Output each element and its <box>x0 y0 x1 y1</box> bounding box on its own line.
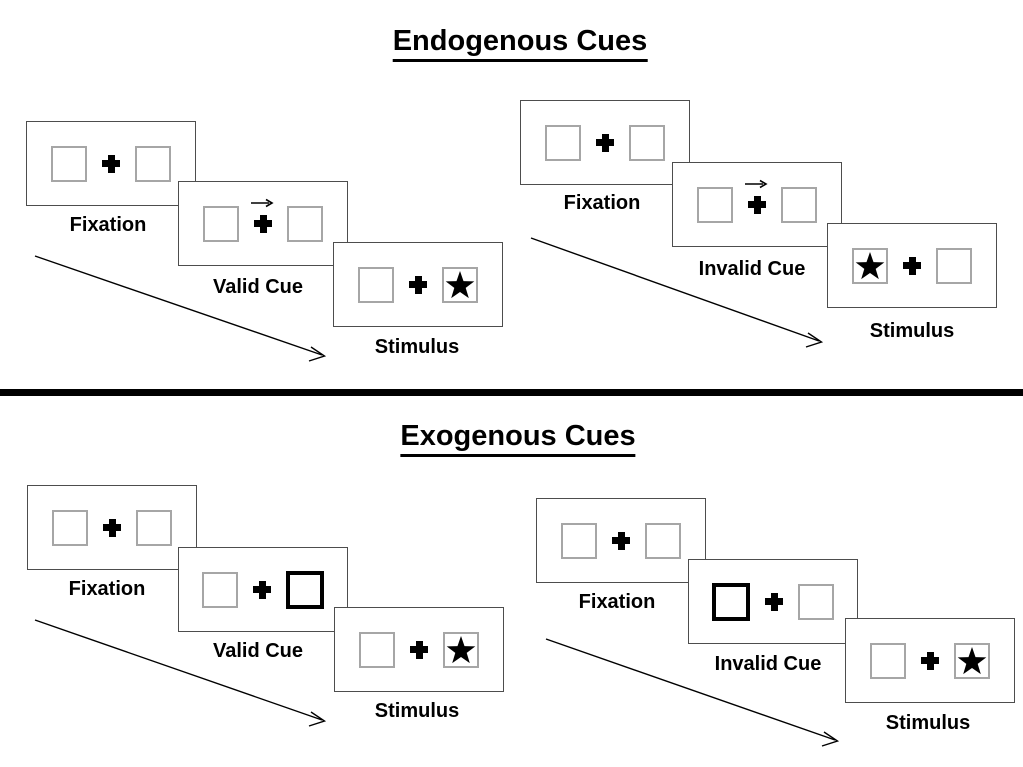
fixation-cross-icon <box>102 154 120 173</box>
fixation-cross-wrap <box>410 640 428 659</box>
panel-label-stimulus: Stimulus <box>374 336 460 358</box>
fixation-cross-wrap <box>102 154 120 173</box>
highlighted-cue-box-right <box>286 570 324 609</box>
placeholder-box-right <box>645 522 681 559</box>
endogenous-valid-fixation-panel <box>26 121 196 206</box>
fixation-cross-wrap <box>921 651 939 670</box>
endogenous-invalid-fixation-panel <box>520 100 690 185</box>
endogenous-valid-stimulus-panel <box>333 242 503 327</box>
fixation-cross-icon <box>921 651 939 670</box>
placeholder-box-left <box>51 145 87 182</box>
placeholder-box-right <box>287 205 323 242</box>
target-box-right <box>442 266 478 303</box>
fixation-cross-wrap <box>596 133 614 152</box>
fixation-cross-wrap <box>745 179 768 214</box>
panel-label-valid-cue: Valid Cue <box>212 276 304 298</box>
fixation-cross-wrap <box>903 256 921 275</box>
placeholder-box-left <box>52 509 88 546</box>
fixation-cross-icon <box>765 592 783 611</box>
panel-label-fixation: Fixation <box>68 578 146 600</box>
fixation-cross-icon <box>596 133 614 152</box>
panel-label-fixation: Fixation <box>69 214 147 236</box>
panel-label-stimulus: Stimulus <box>885 712 971 734</box>
panel-label-invalid-cue: Invalid Cue <box>698 258 806 280</box>
exogenous-invalid-cue-panel <box>688 559 858 644</box>
placeholder-box-left <box>870 642 906 679</box>
placeholder-box-left <box>203 205 239 242</box>
target-box-left <box>852 247 888 284</box>
fixation-cross-wrap <box>409 275 427 294</box>
placeholder-box-left <box>359 631 395 668</box>
fixation-cross-wrap <box>612 531 630 550</box>
exogenous-section-title: Exogenous Cues <box>400 420 636 457</box>
section-divider-line <box>0 389 1023 396</box>
fixation-cross-wrap <box>251 198 274 233</box>
diagonal-arrow-icon <box>34 255 327 362</box>
target-box-right <box>954 642 990 679</box>
diagonal-arrow-icon <box>34 619 327 727</box>
endogenous-invalid-stimulus-panel <box>827 223 997 308</box>
placeholder-box-right <box>798 583 834 620</box>
exogenous-valid-cue-panel <box>178 547 348 632</box>
fixation-cross-wrap <box>103 518 121 537</box>
fixation-cross-icon <box>903 256 921 275</box>
placeholder-box-right <box>629 124 665 161</box>
exogenous-valid-stimulus-panel <box>334 607 504 692</box>
placeholder-box-right <box>136 509 172 546</box>
panel-label-valid-cue: Valid Cue <box>212 640 304 662</box>
exogenous-section-title-text: Exogenous Cues <box>400 420 636 457</box>
endogenous-section-title: Endogenous Cues <box>392 25 648 62</box>
highlighted-cue-box-left <box>712 582 750 621</box>
right-arrow-cue-icon <box>745 179 768 188</box>
star-icon <box>445 270 475 298</box>
fixation-cross-wrap <box>253 580 271 599</box>
fixation-cross-wrap <box>765 592 783 611</box>
exogenous-invalid-fixation-panel <box>536 498 706 583</box>
star-icon <box>446 635 476 663</box>
panel-label-stimulus: Stimulus <box>374 700 460 722</box>
endogenous-section-title-text: Endogenous Cues <box>392 25 648 62</box>
endogenous-invalid-cue-panel <box>672 162 842 247</box>
star-icon <box>855 251 885 279</box>
fixation-cross-icon <box>253 580 271 599</box>
fixation-cross-icon <box>410 640 428 659</box>
diagonal-arrow-icon <box>530 237 824 348</box>
fixation-cross-icon <box>612 531 630 550</box>
panel-label-fixation: Fixation <box>563 192 641 214</box>
placeholder-box-left <box>697 186 733 223</box>
placeholder-box-left <box>545 124 581 161</box>
target-box-right <box>443 631 479 668</box>
panel-label-fixation: Fixation <box>578 591 656 613</box>
fixation-cross-icon <box>409 275 427 294</box>
panel-label-invalid-cue: Invalid Cue <box>714 653 822 675</box>
star-icon <box>957 646 987 674</box>
placeholder-box-left <box>202 571 238 608</box>
panel-label-stimulus: Stimulus <box>869 320 955 342</box>
placeholder-box-right <box>781 186 817 223</box>
placeholder-box-left <box>358 266 394 303</box>
fixation-cross-icon <box>103 518 121 537</box>
placeholder-box-right <box>936 247 972 284</box>
endogenous-valid-cue-panel <box>178 181 348 266</box>
exogenous-invalid-stimulus-panel <box>845 618 1015 703</box>
placeholder-box-left <box>561 522 597 559</box>
exogenous-valid-fixation-panel <box>27 485 197 570</box>
right-arrow-cue-icon <box>251 198 274 207</box>
fixation-cross-icon <box>748 195 766 214</box>
fixation-cross-icon <box>254 214 272 233</box>
placeholder-box-right <box>135 145 171 182</box>
